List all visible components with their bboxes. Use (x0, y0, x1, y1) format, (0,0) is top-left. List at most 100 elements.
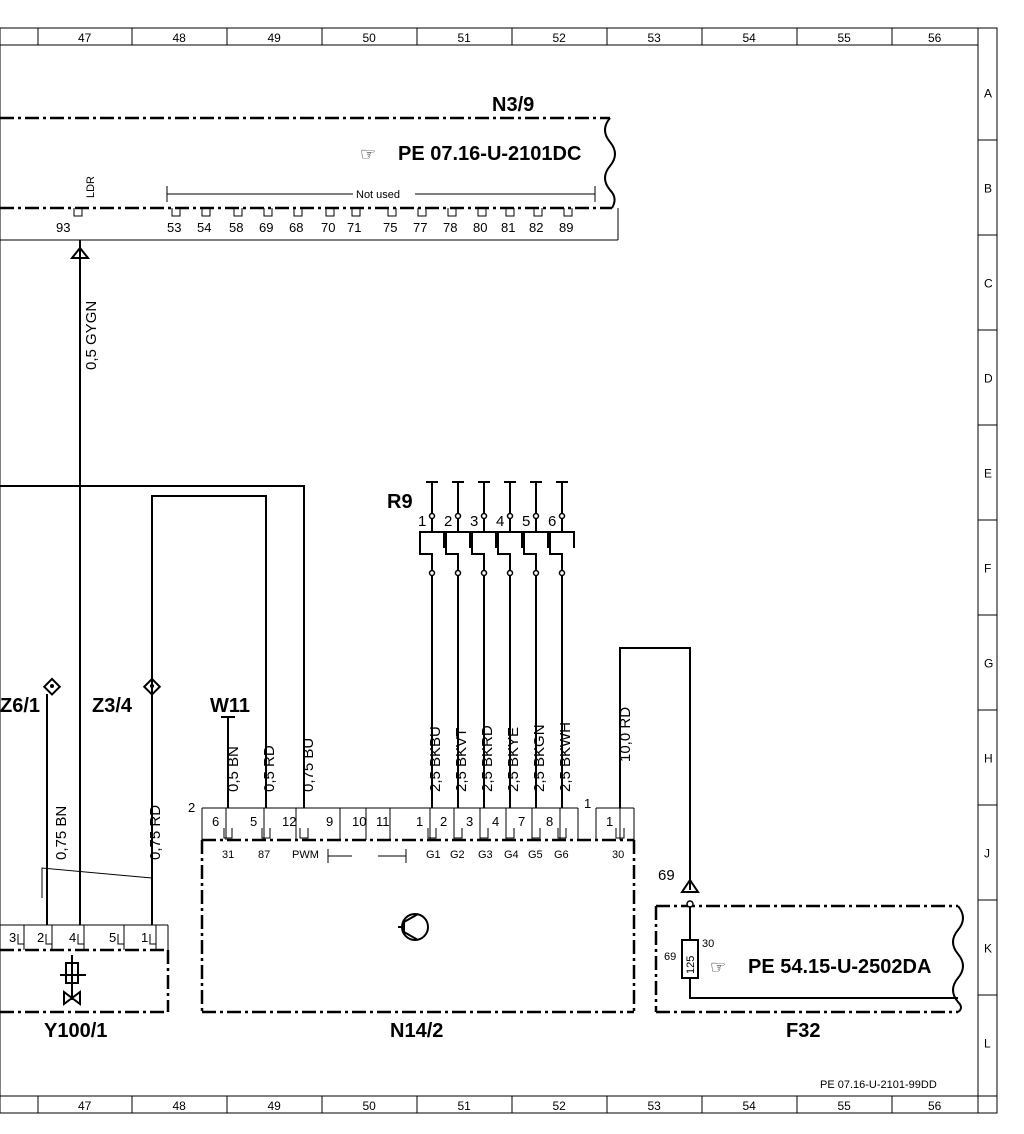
diagram-frame (0, 27, 998, 1114)
n14-2-inner-label: G1 (426, 849, 441, 861)
row-label: C (984, 277, 993, 291)
r9-terminal-label: 4 (496, 513, 504, 530)
pin-terminal (299, 828, 309, 839)
n14-2-pin-label: 2 (440, 814, 447, 829)
n3-9-pin-label: 70 (321, 220, 335, 235)
column-label-top: 53 (648, 31, 662, 45)
f32-reference: ☞ PE 54.15-U-2502DA (710, 956, 931, 978)
pin-terminal (45, 934, 53, 945)
y100-1-pin-label: 5 (109, 930, 116, 945)
column-label-bottom: 54 (743, 1099, 757, 1113)
n14-2-pin-label: 7 (518, 814, 525, 829)
column-label-bottom: 51 (458, 1099, 472, 1113)
pin-terminal (261, 828, 271, 839)
n14-2-inner-label: G5 (528, 849, 543, 861)
z6-1-label: Z6/1 (0, 695, 40, 717)
pin-terminal (505, 208, 515, 217)
y100-1-pin-label: 1 (141, 930, 148, 945)
n3-9-pin-label: 69 (259, 220, 273, 235)
n14-2-pin-label: 6 (212, 814, 219, 829)
row-label: J (984, 847, 990, 861)
n14-2-pin-label: 11 (376, 814, 390, 829)
fuse-left-pin-label: 69 (664, 951, 676, 963)
n14-2-inner-label: G3 (478, 849, 493, 861)
row-label: A (984, 87, 992, 101)
n14-2-inner-label: 31 (222, 849, 234, 861)
pin-terminal (387, 208, 397, 217)
z3-4-component: Z3/4 0,75 RD (41, 677, 164, 925)
n3-9-reference: ☞ PE 07.16-U-2101DC (360, 143, 581, 165)
pin-terminal (447, 208, 457, 217)
fuse-value-label: 125 (685, 956, 697, 974)
column-label-top: 51 (458, 31, 472, 45)
n14-2-component: 2 1 65129101112347813187PWMNCG1G2G3G4G5G… (188, 796, 636, 1042)
column-label-bottom: 47 (78, 1099, 92, 1113)
pin-terminal (351, 208, 361, 217)
n14-2-inner-label: PWM (292, 849, 319, 861)
column-label-bottom: 55 (838, 1099, 852, 1113)
n3-9-pin-label: 68 (289, 220, 303, 235)
y100-1-label: Y100/1 (44, 1020, 107, 1042)
n3-9-reference-text: PE 07.16-U-2101DC (398, 143, 581, 165)
n14-2-pin-label: 8 (546, 814, 553, 829)
pin-terminal (557, 828, 567, 839)
row-label: K (984, 942, 992, 956)
f32-component: 69 125 69 30 ☞ PE 54.15-U-2502DA F32 (654, 867, 964, 1042)
n14-2-connector-1: 1 (584, 796, 591, 811)
pin-terminal (505, 828, 515, 839)
row-label: L (984, 1037, 991, 1051)
n14-2-connector-2: 2 (188, 800, 195, 815)
f32-label: F32 (786, 1020, 820, 1042)
pin-terminal (615, 828, 625, 839)
n3-9-pin-label: 81 (501, 220, 515, 235)
r9-element (549, 531, 563, 572)
n14-2-pin-label: 4 (492, 814, 499, 829)
row-label: B (984, 182, 992, 196)
wire-gygn: 0,5 GYGN (69, 240, 100, 925)
n3-9-pin-label: 82 (529, 220, 543, 235)
z3-4-label: Z3/4 (92, 695, 133, 717)
pin-terminal (479, 828, 489, 839)
n14-2-pin-label: 1 (606, 814, 613, 829)
n14-2-pin-label: 3 (466, 814, 473, 829)
n14-2-pin-label: 10 (352, 814, 366, 829)
column-label-bottom: 49 (268, 1099, 282, 1113)
n3-9-pin-label: 53 (167, 220, 181, 235)
n3-9-pin-label: 75 (383, 220, 397, 235)
pin-terminal (533, 208, 543, 217)
r9-terminal-label: 1 (418, 513, 426, 530)
n14-2-label: N14/2 (390, 1020, 443, 1042)
wire-rd-10-label: 10,0 RD (617, 707, 634, 762)
wire-bu-075-label: 0,75 BU (300, 738, 317, 792)
r9-element (523, 531, 537, 572)
n14-2-inner-label: 87 (258, 849, 270, 861)
w11-label: W11 (210, 695, 250, 717)
wire-bkgn-label: 2,5 BKGN (531, 724, 548, 792)
r9-terminal-label: 3 (470, 513, 478, 530)
wire-bkye-label: 2,5 BKYE (505, 727, 522, 792)
column-label-bottom: 48 (173, 1099, 187, 1113)
r9-terminal-label: 2 (444, 513, 452, 530)
n3-9-pin-label: 54 (197, 220, 211, 235)
column-label-bottom: 53 (648, 1099, 662, 1113)
column-label-bottom: 52 (553, 1099, 567, 1113)
n14-2-inner-label: G4 (504, 849, 519, 861)
nc-bracket (327, 849, 407, 863)
pin-terminal (477, 208, 487, 217)
row-label: G (984, 657, 993, 671)
n3-9-component: N3/9 ☞ PE 07.16-U-2101DC Not used 93 LDR… (0, 94, 619, 241)
ldr-label: LDR (85, 176, 97, 198)
wire-bkwh-label: 2,5 BKWH (557, 722, 574, 792)
pointer-hand-icon: ☞ (360, 144, 376, 164)
transistor-icon (398, 913, 429, 941)
pin-terminal (293, 208, 303, 217)
pin-terminal (233, 208, 243, 217)
r9-element (445, 531, 459, 572)
n3-9-pin-label: 77 (413, 220, 427, 235)
n3-9-pin-label: 78 (443, 220, 457, 235)
n14-2-pin-label: 1 (416, 814, 423, 829)
pin-terminal (149, 934, 157, 945)
